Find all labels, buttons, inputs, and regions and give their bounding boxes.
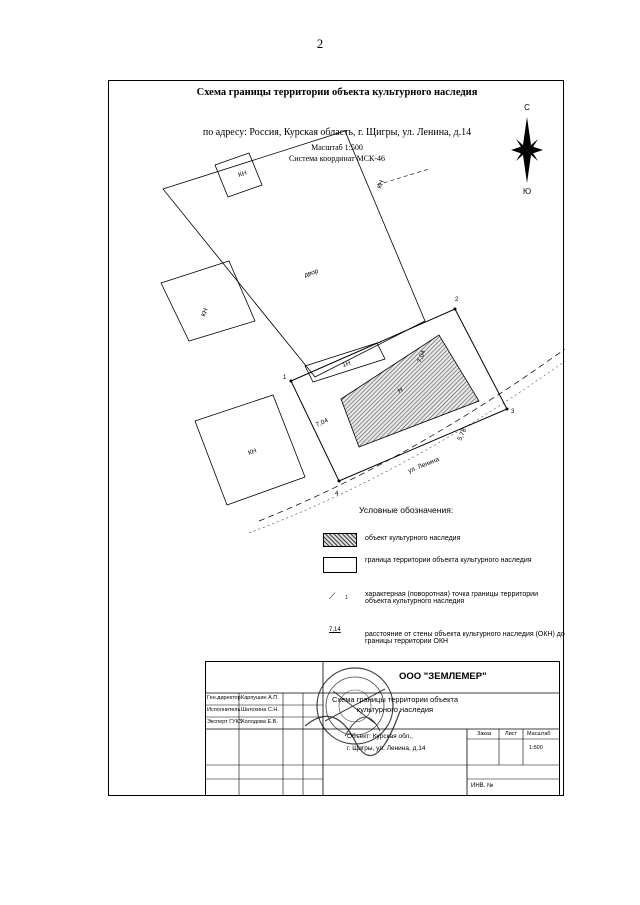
small-building [304,342,386,383]
kn-parcel-bottom [194,394,306,506]
name-0: Карпушин А.П. [241,695,279,701]
header-order: Заказ [477,731,492,737]
heritage-object [340,334,480,448]
compass-north-label: С [524,103,530,112]
compass-rose-icon [511,117,543,183]
point-3-marker [505,407,509,411]
kn-label-top: КН [237,170,248,179]
scale-value: 1:500 [529,745,543,751]
street-label: ул. Ленина [407,456,440,475]
heritage-object-label: Н [397,386,404,394]
role-2: Эксперт ГУКЗ [207,719,243,725]
legend-point-icon: ⟋ [329,591,336,601]
name-1: Шатохина С.Н. [241,707,279,713]
point-2-marker [453,307,457,311]
kn-parcel-top [214,152,263,198]
title-block [205,661,560,796]
legend-heritage-swatch [323,533,357,547]
header-sheet: Лист [505,731,517,737]
header-scale: Масштаб [527,731,551,737]
coordinate-system-text: Система координат МСК-46 [288,154,386,163]
distance-label-bottom: 5,78 [456,427,468,442]
legend-distance-marker: 7,14 [329,627,341,633]
kn-parcel-left [160,260,256,342]
point-4-marker [337,479,341,483]
address-line: по адресу: Россия, Курская область, г. Щ… [202,127,472,138]
page-number: 2 [316,36,324,51]
inventory-number: ИНВ. № [471,783,494,789]
object-address-line-2: г. Щигры, ул. Ленина, д.14 [347,745,426,752]
legend-item-1: граница территории объекта культурного н… [365,557,532,564]
sheet-title-line-1: Схема границы территории объекта [331,695,459,704]
legend-point-marker: 1 [345,595,348,601]
object-address-line-1: Объект: Курская обл., [347,733,413,740]
legend-boundary-swatch [323,557,357,573]
legend-item-2: характерная (поворотная) точка границы т… [365,591,538,605]
name-2: Холодова Е.В. [241,719,278,725]
kn-label-left: КН [200,307,210,318]
sheet-title-line-2: культурного наследия [356,705,434,714]
kn-label-right: КН [376,179,386,190]
point-4-label: 4 [335,491,339,497]
compass-south-label: Ю [522,187,532,196]
compass: С Ю [507,103,547,203]
point-1-label: 1 [283,375,287,381]
yard-parcel [162,130,426,378]
small-building-label: 1Н [341,360,351,369]
point-1-marker [289,379,293,383]
distance-label-top: 7,04 [416,349,427,364]
legend-item-3: расстояние от стены объекта культурного … [365,631,565,645]
distance-label-left: 7,04 [315,417,330,429]
drawing-frame: Схема границы территории объекта культур… [108,80,565,796]
company-name: ООО "ЗЕМЛЕМЕР" [399,671,487,682]
legend-item-0: объект культурного наследия [365,535,461,542]
point-2-label: 2 [455,297,459,303]
kn-label-bottom: КН [247,447,258,457]
cadastral-map: 1 2 3 4 КН КН КН КН двор 1Н Н ул. Ленина… [160,130,565,534]
legend-title: Условные обозначения: [359,505,454,515]
role-0: Ген.директор [207,695,241,701]
yard-label: двор [303,268,319,279]
scale-text: Масштаб 1:500 [311,143,363,152]
role-1: Исполнитель [207,707,241,713]
drawing-title: Схема границы территории объекта культур… [196,87,478,98]
seal-stamp [304,667,401,756]
point-3-label: 3 [511,409,515,415]
